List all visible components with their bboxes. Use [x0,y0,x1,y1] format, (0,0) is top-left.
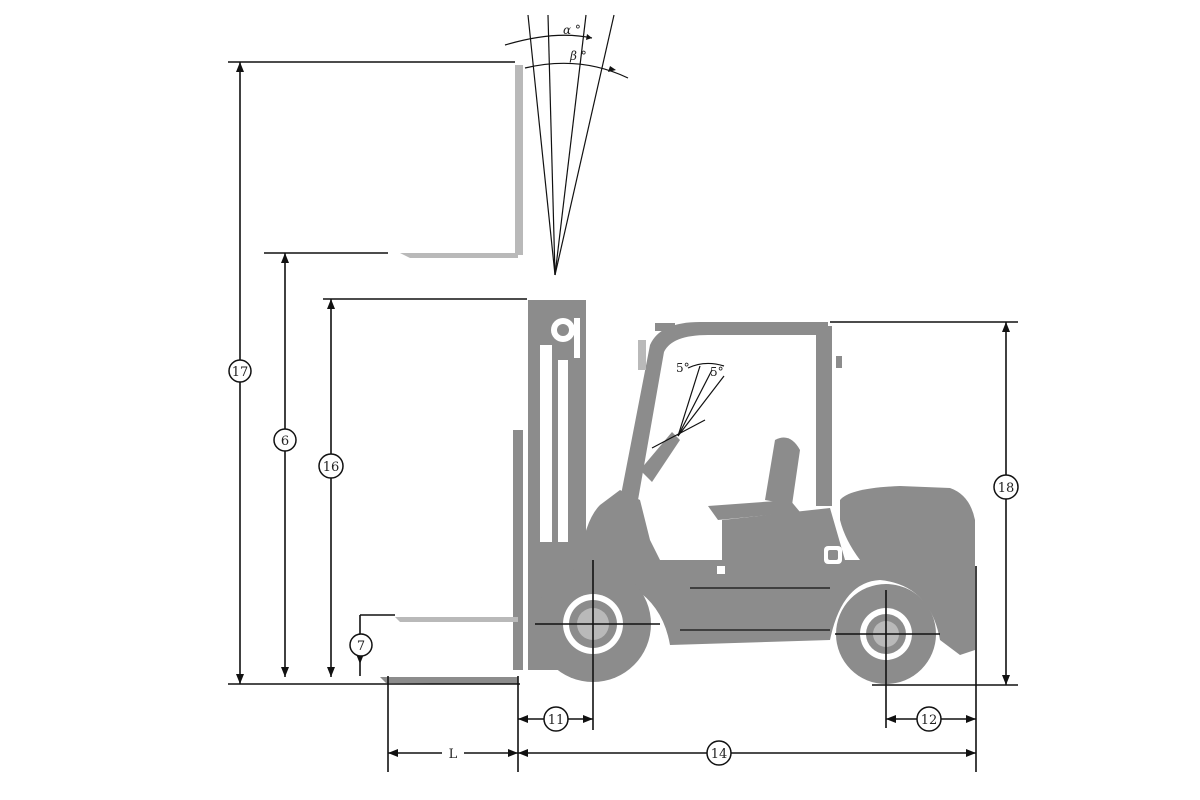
mast-tilt-lines [504,14,629,276]
dimension-17-label: 17 [232,365,249,380]
raised-fork [400,65,523,258]
alpha-angle-label: α ° [563,23,581,37]
dimension-7-label: 7 [357,639,365,654]
dimension-16 [318,298,527,677]
dimension-L [388,744,518,762]
dimension-12 [886,706,976,732]
dimension-18-label: 18 [998,481,1015,496]
lowered-fork [380,617,518,684]
dimension-7 [349,614,395,676]
rear-wheel [835,584,940,728]
dimension-12-label: 12 [921,713,938,728]
dimension-L-label: L [449,747,458,762]
dimension-14-label: 14 [711,747,728,762]
dimension-16-label: 16 [323,460,340,475]
steering-tilt-lines [677,362,725,437]
dimension-14 [518,740,976,766]
operator-seat [708,437,800,520]
dimension-6-label: 6 [281,434,289,449]
tilt-back-label: 5° [710,365,724,379]
tilt-forward-label: 5° [676,361,690,375]
dimension-6 [264,252,388,677]
truck-body [537,486,975,655]
dimension-18 [830,321,1019,685]
dimension-17 [228,61,515,684]
dimension-11-label: 11 [548,713,565,728]
dimension-11 [518,706,593,732]
front-wheel [535,560,660,730]
beta-angle-label: β ° [569,49,587,63]
overhead-guard [620,322,842,506]
